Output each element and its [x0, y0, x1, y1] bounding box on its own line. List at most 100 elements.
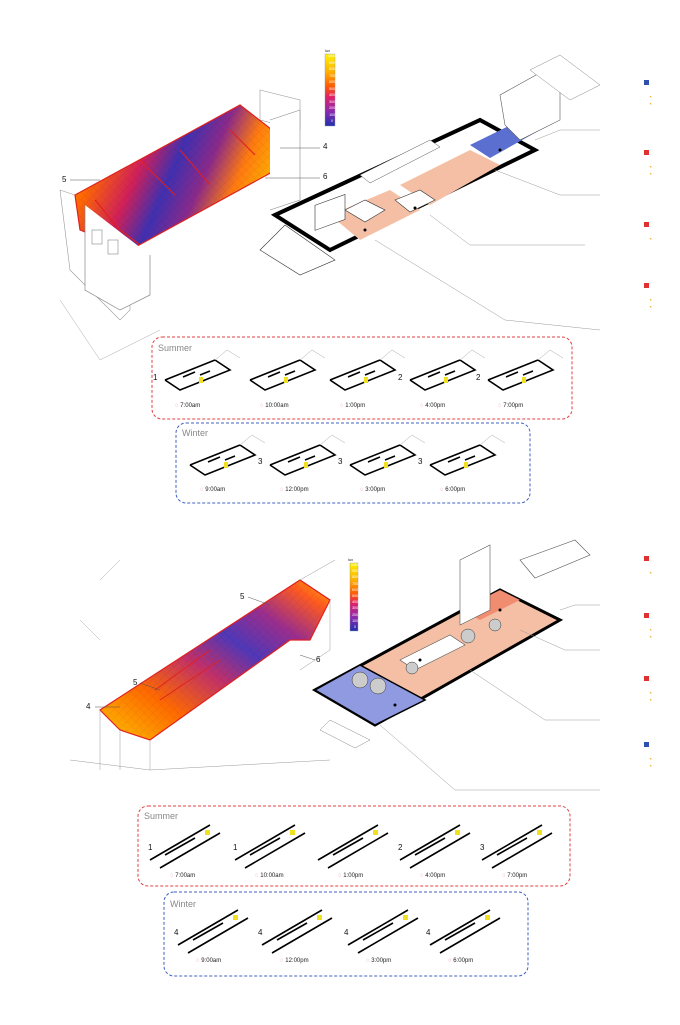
sun-patch — [205, 830, 210, 835]
room-conditioning — [555, 283, 652, 290]
room-conditioning — [555, 613, 652, 620]
sun-patch — [199, 377, 203, 383]
time-text: 3:00pm — [365, 487, 386, 493]
clock-icon: ◌ — [260, 403, 266, 409]
mini-plan — [189, 444, 257, 476]
time-label: ◌ 12:00pm — [280, 958, 309, 964]
panel-title: Winter — [170, 899, 197, 909]
bottom-summer-frame — [137, 805, 571, 887]
time-label: ◌ 10:00am — [255, 873, 284, 879]
time-text: 4:00pm — [425, 403, 446, 409]
mini-plan-outline — [214, 349, 241, 361]
mini-plan — [261, 909, 333, 954]
sun-patch — [384, 462, 388, 468]
conditioning-swatch — [644, 676, 649, 681]
room-conditioning — [555, 676, 652, 683]
clock-icon: ◌ — [338, 873, 344, 879]
legend-tick: 900 — [329, 60, 335, 65]
sun-patch — [455, 830, 460, 835]
bottom-winter-frame — [163, 891, 529, 977]
conditioning-swatch — [644, 283, 649, 288]
legend-tick: 500 — [329, 86, 335, 91]
clock-icon: ◔ — [648, 635, 652, 642]
callout-number: 5 — [240, 592, 245, 601]
view-number: 1 — [233, 843, 238, 852]
mini-plan — [481, 824, 553, 869]
view-number: 2 — [398, 373, 403, 382]
time-label: ◌ 9:00am — [196, 958, 221, 964]
time-text: 7:00am — [175, 873, 196, 879]
clock-icon: ◌ — [255, 873, 261, 879]
room-info: ◔ ◔ — [555, 676, 652, 705]
legend-tick: 300 — [352, 606, 358, 611]
sun-patch — [522, 377, 526, 383]
view-number: 3 — [338, 457, 343, 466]
time-text: 1:00pm — [343, 873, 364, 879]
clock-icon: ◔ — [648, 237, 652, 244]
use-time: ◔ — [555, 635, 652, 642]
mini-plan-outline — [479, 434, 506, 446]
time-text: 9:00am — [201, 958, 222, 964]
room-conditioning — [555, 80, 652, 87]
time-text: 1:00pm — [345, 403, 366, 409]
callout-number: 5 — [133, 678, 138, 687]
view-number: 3 — [418, 457, 423, 466]
use-time: ◔ — [555, 691, 652, 698]
mini-plan — [429, 444, 497, 476]
time-text: 10:00am — [265, 403, 289, 409]
use-time: ◔ — [555, 237, 652, 244]
top-heatmap-building — [59, 89, 301, 361]
use-time: ◔ — [555, 172, 652, 179]
clock-icon: ◌ — [366, 958, 372, 964]
room-info: ◔ ◔ — [555, 150, 652, 179]
use-time: ◔ — [555, 305, 652, 312]
time-text: 10:00am — [260, 873, 284, 879]
use-time: ◔ — [555, 757, 652, 764]
callout-number: 6 — [323, 172, 328, 181]
sun-patch — [284, 377, 288, 383]
clock-icon: ◌ — [448, 958, 454, 964]
view-number: 3 — [480, 843, 485, 852]
time-text: 12:00pm — [285, 487, 309, 493]
room-conditioning — [555, 742, 652, 749]
legend-tick: 400 — [352, 600, 358, 605]
clock-icon: ◔ — [648, 691, 652, 698]
view-number: 3 — [258, 457, 263, 466]
use-time: ◔ — [555, 628, 652, 635]
view-number: 4 — [426, 928, 431, 937]
view-number: 2 — [398, 843, 403, 852]
legend-tick: 1000+ — [351, 563, 361, 567]
clock-icon: ◌ — [200, 487, 206, 493]
mini-plan — [487, 359, 555, 391]
clock-icon: ◌ — [340, 403, 346, 409]
mini-plan-outline — [319, 434, 346, 446]
mini-plan-outline — [459, 349, 486, 361]
view-number: 4 — [174, 928, 179, 937]
use-time: ◔ — [555, 698, 652, 705]
clock-icon: ◌ — [502, 873, 508, 879]
view-number: 1 — [148, 843, 153, 852]
mini-plan — [347, 909, 419, 954]
conditioning-swatch — [644, 80, 649, 85]
legend-tick: 100 — [329, 112, 335, 117]
mini-plan-outline — [399, 434, 426, 446]
legend-tick: 600 — [329, 80, 335, 84]
time-text: 3:00pm — [371, 958, 392, 964]
clock-icon: ◌ — [420, 403, 426, 409]
clock-icon: ◔ — [648, 764, 652, 771]
legend-tick: 200 — [329, 106, 335, 110]
clock-icon: ◔ — [648, 95, 652, 102]
clock-icon: ◌ — [170, 873, 176, 879]
clock-icon: ◌ — [420, 873, 426, 879]
bottom-heatmap-building — [69, 559, 336, 771]
legend-tick: 500 — [352, 594, 358, 598]
time-text: 4:00pm — [425, 873, 446, 879]
time-label: ◌ 7:00am — [170, 873, 195, 879]
mini-plans — [149, 349, 564, 954]
room-info: ◔ — [555, 222, 652, 244]
legend-tick: 0 — [354, 625, 356, 629]
use-time: ◔ — [555, 571, 652, 578]
time-label: ◌ 12:00pm — [280, 487, 309, 493]
clock-icon: ◔ — [648, 102, 652, 109]
sun-patch — [304, 462, 308, 468]
